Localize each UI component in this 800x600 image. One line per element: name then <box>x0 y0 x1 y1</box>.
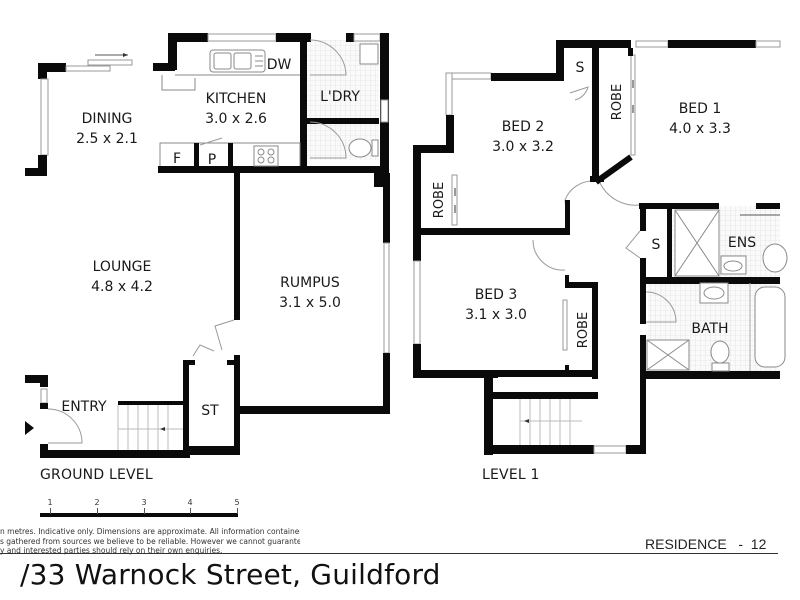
scale-tick-3: 3 <box>141 498 147 507</box>
level-1-label: LEVEL 1 <box>482 467 540 483</box>
scale-bar-line <box>40 513 238 517</box>
scale-tick-1: 1 <box>47 498 53 507</box>
disclaimer: n metres. Indicative only. Dimensions ar… <box>0 527 300 556</box>
residence-label: RESIDENCE - 12 <box>645 536 767 552</box>
scale-bar: 1 2 3 4 5 <box>40 498 240 522</box>
room-kitchen-name: KITCHEN <box>206 91 267 107</box>
ground-level-label: GROUND LEVEL <box>40 467 153 483</box>
room-dining-size: 2.5 x 2.1 <box>76 131 138 147</box>
room-bed3-name: BED 3 <box>475 287 518 303</box>
room-lounge-size: 4.8 x 4.2 <box>91 279 153 295</box>
robe-bed2-label: ROBE <box>432 182 447 218</box>
dishwasher-label: DW <box>267 57 292 73</box>
fridge-label: F <box>173 151 181 167</box>
ground-level-plan: DW F P <box>25 33 390 458</box>
scale-tick-2: 2 <box>94 498 100 507</box>
room-bed2-name: BED 2 <box>502 119 545 135</box>
disclaimer-line-3: y and interested parties should rely on … <box>0 546 223 555</box>
room-bed3-size: 3.1 x 3.0 <box>465 307 527 323</box>
scale-tick-4: 4 <box>187 498 193 507</box>
property-address: /33 Warnock Street, Guildford <box>20 558 441 591</box>
room-rumpus-name: RUMPUS <box>280 275 340 291</box>
pantry-label: P <box>208 152 216 168</box>
room-dining-name: DINING <box>82 111 133 127</box>
room-rumpus-size: 3.1 x 5.0 <box>279 295 341 311</box>
room-bed2-size: 3.0 x 3.2 <box>492 139 554 155</box>
room-bath-name: BATH <box>691 321 728 337</box>
robe-bed3-label: ROBE <box>576 312 591 348</box>
scale-tick-5: 5 <box>234 498 240 507</box>
footer-divider <box>0 553 778 554</box>
room-bed1-name: BED 1 <box>679 101 722 117</box>
disclaimer-line-2: s gathered from sources we believe to be… <box>0 536 300 546</box>
room-bed1-size: 4.0 x 3.3 <box>669 121 731 137</box>
robe-bed1-label: ROBE <box>610 84 625 120</box>
room-lounge-name: LOUNGE <box>93 259 152 275</box>
storage-s-upper: S <box>576 60 585 76</box>
storage-s-lower: S <box>652 237 661 253</box>
room-kitchen-size: 3.0 x 2.6 <box>205 111 267 127</box>
room-entry-name: ENTRY <box>61 399 107 415</box>
room-laundry-name: L'DRY <box>320 89 360 105</box>
room-storage-name: ST <box>201 403 219 419</box>
room-ensuite-name: ENS <box>728 235 756 251</box>
level-1-plan: BED 2 3.0 x 3.2 BED 1 4.0 x 3.3 BED 3 3.… <box>413 40 788 455</box>
disclaimer-line-1: n metres. Indicative only. Dimensions ar… <box>0 527 300 536</box>
